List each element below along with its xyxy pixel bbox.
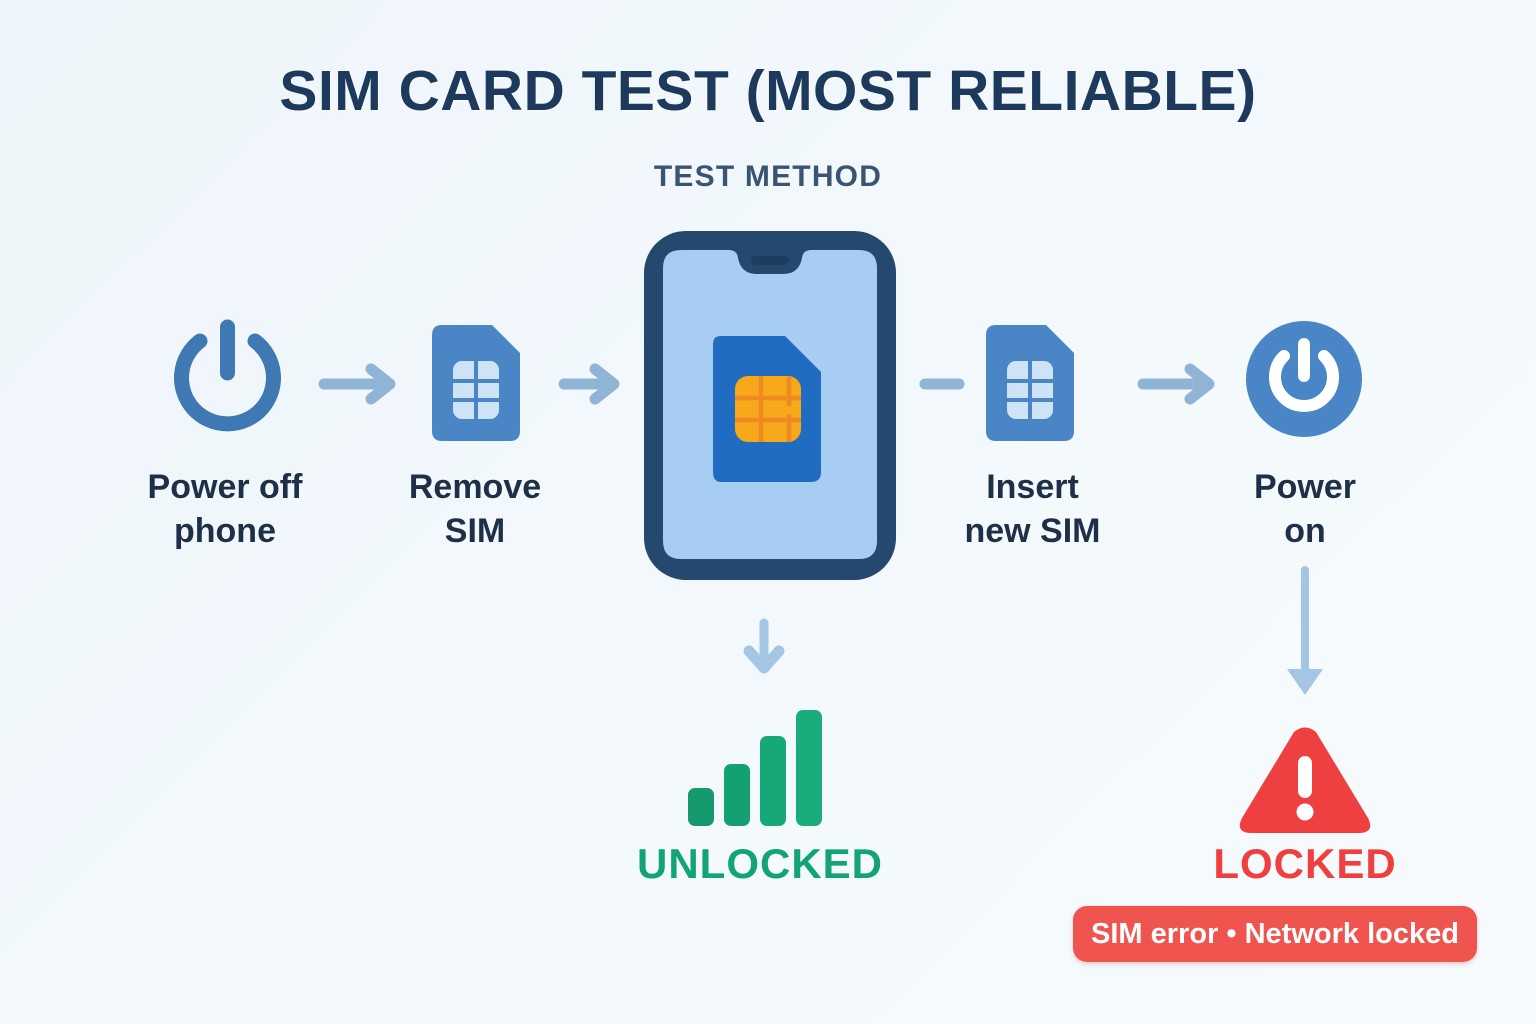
- phone-with-sim-icon: [641, 228, 899, 588]
- page-subtitle: TEST METHOD: [653, 160, 883, 193]
- arrow-right-icon: [318, 363, 400, 410]
- step-label-insert-sim: Insert new SIM: [964, 468, 1101, 550]
- sim-card-icon: [432, 325, 520, 446]
- arrow-down-icon: [740, 618, 788, 685]
- arrow-right-icon: [1137, 363, 1219, 410]
- status-badge-unlocked: UNLOCKED: [637, 840, 883, 887]
- dash-icon: [918, 375, 966, 398]
- step-label-remove-sim: Remove SIM: [408, 468, 542, 550]
- error-badge: SIM error • Network locked: [1073, 906, 1477, 962]
- page-title: SIM CARD TEST (MOST RELIABLE): [279, 59, 1257, 123]
- power-off-icon: [160, 315, 295, 455]
- sim-card-icon: [986, 325, 1074, 446]
- arrow-down-long-icon: [1281, 565, 1329, 706]
- warning-triangle-icon: [1236, 722, 1374, 845]
- arrow-right-icon: [558, 363, 624, 410]
- status-badge-locked: LOCKED: [1213, 840, 1397, 887]
- signal-bars-icon: [688, 706, 828, 831]
- step-label-power-off: Power off phone: [147, 468, 303, 550]
- power-on-icon: [1243, 318, 1365, 445]
- step-label-power-on: Power on: [1253, 468, 1357, 550]
